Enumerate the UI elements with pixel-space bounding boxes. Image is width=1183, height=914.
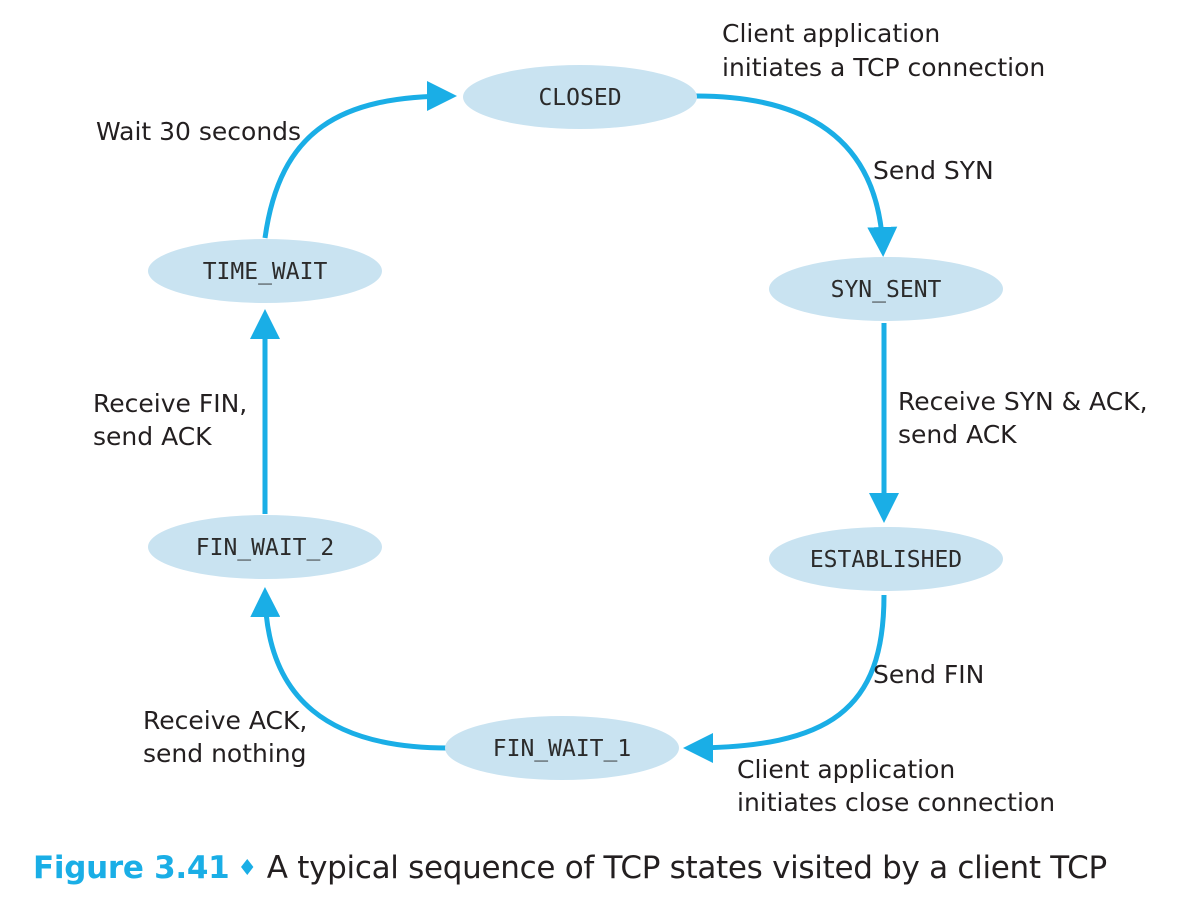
state-time-wait: TIME_WAIT — [148, 239, 382, 303]
state-syn-sent: SYN_SENT — [769, 257, 1003, 321]
state-label: SYN_SENT — [831, 277, 942, 303]
state-ellipse — [148, 515, 382, 579]
state-fin-wait-1: FIN_WAIT_1 — [445, 716, 679, 780]
label-client-app-initiates-line2: initiates a TCP connection — [722, 53, 1045, 82]
label-receive-fin-line2: send ACK — [93, 422, 212, 451]
label-send-syn: Send SYN — [873, 156, 994, 185]
label-receive-syn-ack-line2: send ACK — [898, 420, 1017, 449]
figure-number: Figure 3.41 — [33, 850, 230, 886]
label-send-fin: Send FIN — [873, 660, 984, 689]
state-label: TIME_WAIT — [203, 259, 328, 285]
label-receive-ack-line2: send nothing — [143, 739, 307, 768]
state-established: ESTABLISHED — [769, 527, 1003, 591]
arrow-closed-to-syn-sent — [695, 93, 898, 257]
state-ellipse — [445, 716, 679, 780]
arrow-established-to-fin-wait-1 — [683, 594, 887, 763]
state-label: ESTABLISHED — [810, 547, 962, 573]
state-ellipse — [769, 527, 1003, 591]
state-ellipse — [148, 239, 382, 303]
state-label: FIN_WAIT_2 — [196, 535, 334, 561]
label-receive-ack-line1: Receive ACK, — [143, 706, 307, 735]
label-client-app-close-line1: Client application — [737, 755, 955, 784]
label-receive-fin-line1: Receive FIN, — [93, 389, 247, 418]
arrow-fin-wait-1-to-fin-wait-2 — [250, 587, 449, 751]
caption-text: A typical sequence of TCP states visited… — [266, 850, 1107, 886]
state-label: FIN_WAIT_1 — [493, 736, 631, 762]
label-wait-30-seconds: Wait 30 seconds — [96, 117, 301, 146]
diamond-separator-icon: ♦ — [237, 856, 257, 881]
figure-caption: Figure 3.41 ♦ A typical sequence of TCP st… — [33, 850, 1173, 900]
label-client-app-close-line2: initiates close connection — [737, 788, 1055, 817]
label-receive-syn-ack-line1: Receive SYN & ACK, — [898, 387, 1148, 416]
transition-arrows — [250, 81, 899, 763]
arrow-time-wait-to-closed — [262, 81, 457, 239]
state-closed: CLOSED — [463, 65, 697, 129]
state-label: CLOSED — [538, 85, 621, 111]
state-fin-wait-2: FIN_WAIT_2 — [148, 515, 382, 579]
state-ellipse — [769, 257, 1003, 321]
state-ellipse — [463, 65, 697, 129]
label-client-app-initiates-line1: Client application — [722, 19, 940, 48]
